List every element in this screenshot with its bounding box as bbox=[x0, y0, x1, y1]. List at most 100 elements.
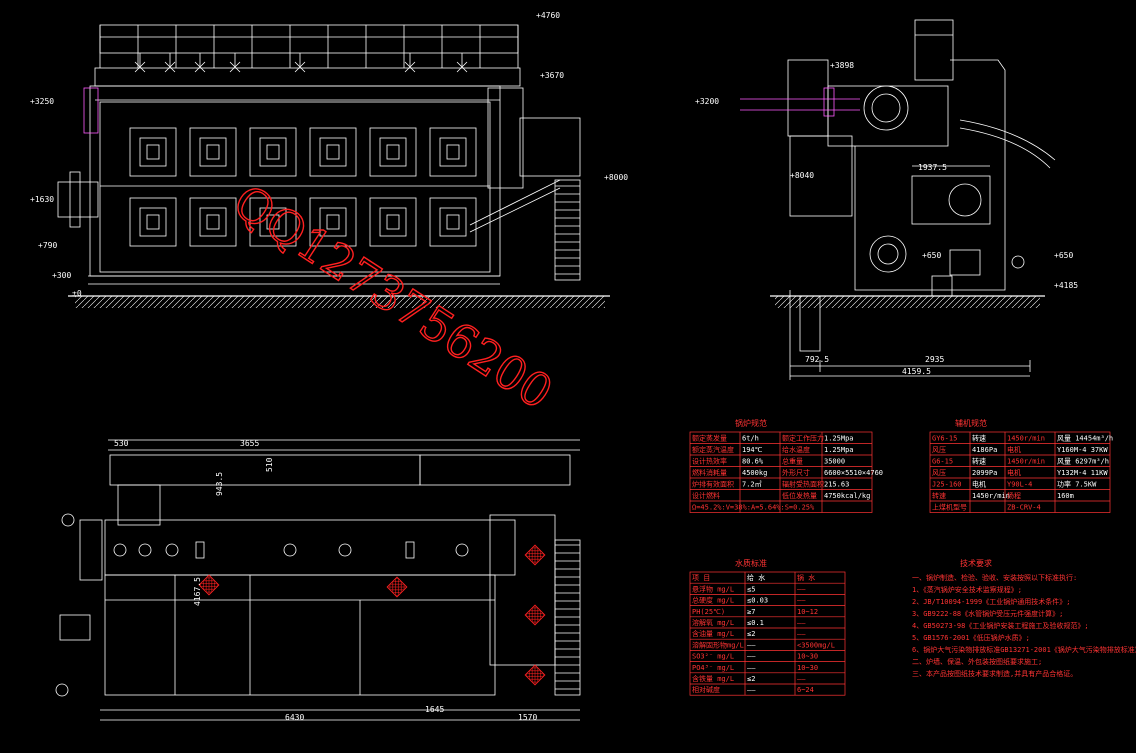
table-cell: 设计燃料 bbox=[692, 491, 720, 500]
table-cell: ≤0.1 bbox=[747, 619, 764, 627]
side-elev-4185: +4185 bbox=[1054, 281, 1078, 290]
table-cell: Y160M-4 37KW bbox=[1057, 446, 1108, 454]
plan-dim-943: 943.5 bbox=[215, 472, 224, 496]
table-cell: 悬浮物 mg/L bbox=[692, 584, 734, 593]
side-elev-3898: +3898 bbox=[830, 61, 854, 70]
table-cell: 额定蒸发量 bbox=[692, 434, 727, 443]
table-cell: 风量 6297m³/h bbox=[1057, 458, 1109, 466]
table-cell: 炉排有效面积 bbox=[692, 480, 734, 489]
elev-790: +790 bbox=[38, 241, 57, 250]
side-elev-650b: +650 bbox=[1054, 251, 1073, 260]
table-cell: <3500mg/L bbox=[797, 641, 835, 649]
table-cell: —— bbox=[797, 597, 806, 605]
table-cell: 160m bbox=[1057, 492, 1074, 500]
side-elev-3200: +3200 bbox=[695, 97, 719, 106]
casing-panel-inner bbox=[319, 137, 347, 167]
casing-panel-inner bbox=[319, 207, 347, 237]
elev-3250: +3250 bbox=[30, 97, 54, 106]
table-cell: 10~12 bbox=[797, 608, 818, 616]
side-dim-1937: 1937.5 bbox=[918, 163, 947, 172]
table-cell: 10~30 bbox=[797, 653, 818, 661]
side-elev-8040: +8040 bbox=[790, 171, 814, 180]
table-cell: 2099Pa bbox=[972, 469, 997, 477]
elev-4760: +4760 bbox=[536, 11, 560, 20]
side-dim-2935: 2935 bbox=[925, 355, 944, 364]
aux-table-title: 辅机规范 bbox=[955, 418, 987, 428]
sight-hole bbox=[266, 214, 280, 230]
tech-line: 二、炉墙、保温、外包装按图纸要求施工; bbox=[912, 657, 1042, 666]
table-cell: 燃料消耗量 bbox=[692, 468, 727, 477]
table-cell: —— bbox=[747, 664, 756, 672]
table-cell: ZB-CRV-4 bbox=[1007, 504, 1041, 512]
tech-line: 一、锅炉制造、检验、验收、安装按照以下标准执行: bbox=[912, 573, 1077, 582]
table-cell: —— bbox=[747, 686, 756, 694]
plan-nozzle bbox=[165, 543, 179, 557]
table-cell: Y132M-4 11KW bbox=[1057, 469, 1108, 477]
table-cell: 35000 bbox=[824, 458, 845, 466]
table-cell: 7.2㎡ bbox=[742, 481, 762, 489]
table-cell: 6~24 bbox=[797, 686, 814, 694]
table-cell: —— bbox=[747, 653, 756, 661]
plan-view bbox=[55, 439, 581, 721]
table-cell: —— bbox=[797, 630, 806, 638]
casing-panel bbox=[309, 127, 357, 177]
plan-dim-1570: 1570 bbox=[518, 713, 537, 722]
boiler-table-title: 锅炉规范 bbox=[735, 418, 767, 428]
table-cell: 外形尺寸 bbox=[782, 468, 810, 477]
table-cell: 上煤机型号 bbox=[932, 503, 967, 512]
table-cell: 含油量 mg/L bbox=[692, 629, 734, 638]
sight-hole bbox=[146, 214, 160, 230]
elev-3670: +3670 bbox=[540, 71, 564, 80]
sight-hole bbox=[386, 144, 400, 160]
elev-0: ±0 bbox=[72, 289, 82, 298]
table-cell: 转速 bbox=[932, 491, 946, 500]
tech-line: 三、本产品按图纸技术要求制造,并具有产品合格证。 bbox=[912, 669, 1077, 678]
plan-red-markers bbox=[198, 544, 546, 686]
table-cell: 4500kg bbox=[742, 469, 767, 477]
sight-hole bbox=[326, 144, 340, 160]
tech-title: 技术要求 bbox=[960, 558, 992, 568]
table-border bbox=[689, 431, 873, 513]
casing-panel bbox=[129, 197, 177, 247]
table-cell: SO3²⁻ mg/L bbox=[692, 653, 734, 661]
casing-panel-inner bbox=[199, 207, 227, 237]
table-border bbox=[929, 431, 1111, 513]
plan-dim-510: 510 bbox=[265, 457, 274, 472]
table-cell: 溶解固形物mg/L bbox=[692, 640, 744, 649]
water-quality-table: 水质标准 项 目给 水锅 水悬浮物 mg/L≤5——总硬度 mg/L≤0.03—… bbox=[689, 558, 846, 696]
sight-hole bbox=[146, 144, 160, 160]
side-dim-4159: 4159.5 bbox=[902, 367, 931, 376]
tech-line: 5、GB1576-2001《低压锅炉水质》; bbox=[912, 633, 1030, 642]
plan-dim-4167: 4167.5 bbox=[193, 577, 202, 606]
table-cell: Ω=45.2%:V=38%:A=5.64%:S=0.25% bbox=[692, 504, 815, 512]
table-cell: 相对碱度 bbox=[692, 685, 720, 694]
table-cell: —— bbox=[747, 641, 756, 649]
table-cell: 1450r/min bbox=[1007, 458, 1045, 466]
casing-panel bbox=[369, 197, 417, 247]
sight-hole bbox=[266, 144, 280, 160]
table-cell: 溶解氧 mg/L bbox=[692, 618, 734, 627]
table-cell: 额定工作压力 bbox=[782, 434, 824, 443]
table-cell: PH(25℃) bbox=[692, 608, 725, 616]
table-cell: 转速 bbox=[972, 434, 986, 443]
side-elev-650a: +650 bbox=[922, 251, 941, 260]
table-cell: ≤0.03 bbox=[747, 597, 768, 605]
elev-8000: +8000 bbox=[604, 173, 628, 182]
casing-panel-inner bbox=[199, 137, 227, 167]
casing-panel-inner bbox=[139, 207, 167, 237]
front-elevation-labels: +4760 +3670 +3250 +8000 +1630 +790 +300 … bbox=[30, 11, 628, 298]
table-cell: 215.63 bbox=[824, 481, 849, 489]
sight-hole bbox=[206, 144, 220, 160]
table-cell: 1450r/min bbox=[1007, 435, 1045, 443]
casing-panel bbox=[429, 127, 477, 177]
table-cell: 4186Pa bbox=[972, 446, 997, 454]
plan-nozzle bbox=[338, 543, 352, 557]
sight-hole bbox=[386, 214, 400, 230]
table-cell: 6t/h bbox=[742, 435, 759, 443]
table-cell: 转速 bbox=[972, 457, 986, 466]
casing-panel-inner bbox=[259, 207, 287, 237]
table-cell: 4750kcal/kg bbox=[824, 492, 870, 500]
table-cell: ≤2 bbox=[747, 675, 755, 683]
tech-line: 2、JB/T10094-1999《工业锅炉通用技术条件》; bbox=[912, 597, 1070, 606]
